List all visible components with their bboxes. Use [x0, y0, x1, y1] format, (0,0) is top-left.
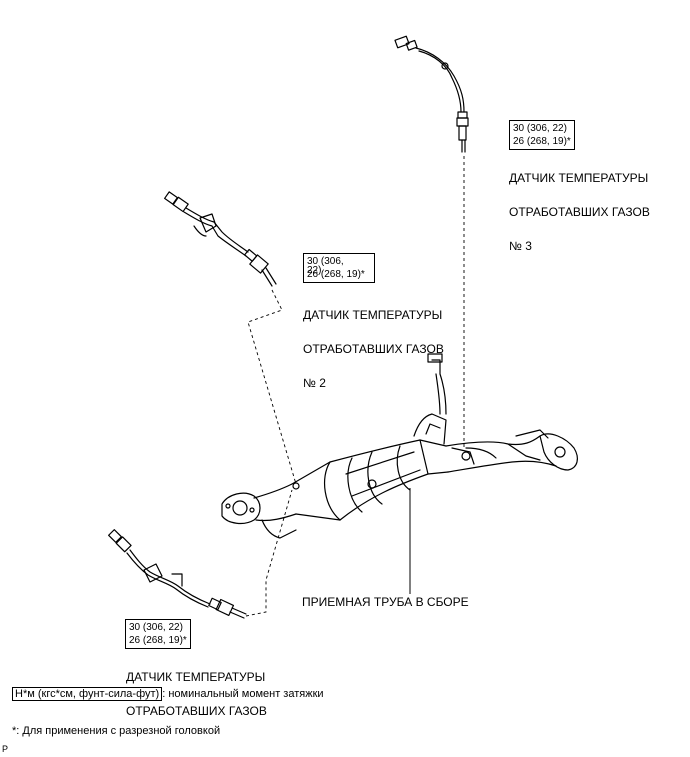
- sensor-1-label-line2: ОТРАБОТАВШИХ ГАЗОВ: [126, 704, 267, 718]
- sensor-2-label-line2: ОТРАБОТАВШИХ ГАЗОВ: [303, 342, 444, 356]
- sensor-3-label-line2: ОТРАБОТАВШИХ ГАЗОВ: [509, 205, 650, 219]
- install-guide-lines: [245, 156, 465, 617]
- sensor-2-illustration: [164, 191, 277, 287]
- sensor-3-label: ДАТЧИК ТЕМПЕРАТУРЫ ОТРАБОТАВШИХ ГАЗОВ № …: [509, 153, 650, 272]
- sensor-1-label: ДАТЧИК ТЕМПЕРАТУРЫ ОТРАБОТАВШИХ ГАЗОВ: [126, 652, 267, 737]
- torque-units-boxed: Н*м (кгс*см, фунт-сила-фут): [12, 687, 163, 701]
- sensor-2-torque-box: 30 (306, 22) 26 (268, 19)*: [303, 253, 375, 283]
- sensor-3-torque-box: 30 (306, 22) 26 (268, 19)*: [509, 120, 575, 150]
- sensor-3-torque-line2: 26 (268, 19)*: [513, 136, 571, 147]
- sensor-2-label: ДАТЧИК ТЕМПЕРАТУРЫ ОТРАБОТАВШИХ ГАЗОВ № …: [303, 290, 444, 409]
- corner-mark: P: [2, 744, 9, 754]
- sensor-1-torque-line2: 26 (268, 19)*: [129, 635, 187, 646]
- sensor-1-illustration: [108, 529, 247, 619]
- sensor-3-label-line1: ДАТЧИК ТЕМПЕРАТУРЫ: [509, 171, 649, 185]
- sensor-3-torque-line1: 30 (306, 22): [513, 123, 567, 134]
- sensor-2-label-line1: ДАТЧИК ТЕМПЕРАТУРЫ: [303, 308, 443, 322]
- sensor-3-illustration: [394, 35, 469, 153]
- sensor-3-label-line3: № 3: [509, 239, 532, 253]
- sensor-2-torque-line2: 26 (268, 19)*: [307, 269, 365, 280]
- front-pipe-label: ПРИЕМНАЯ ТРУБА В СБОРЕ: [302, 595, 469, 609]
- sensor-1-torque-box: 30 (306, 22) 26 (268, 19)*: [125, 619, 191, 649]
- sensor-2-torque-line1: 30 (306,: [307, 256, 344, 267]
- sensor-2-torque-line1b: 22): [307, 265, 322, 276]
- sensor-1-torque-line1: 30 (306, 22): [129, 622, 183, 633]
- sensor-2-label-line3: № 2: [303, 376, 326, 390]
- torque-units-description: : номинальный момент затяжки: [162, 688, 324, 700]
- sensor-1-label-line1: ДАТЧИК ТЕМПЕРАТУРЫ: [126, 670, 266, 684]
- footnote: *: Для применения с разрезной головкой: [12, 725, 221, 737]
- front-pipe-assembly-illustration: [221, 353, 578, 539]
- torque-units-legend: Н*м (кгс*см, фунт-сила-фут): номинальный…: [12, 687, 324, 701]
